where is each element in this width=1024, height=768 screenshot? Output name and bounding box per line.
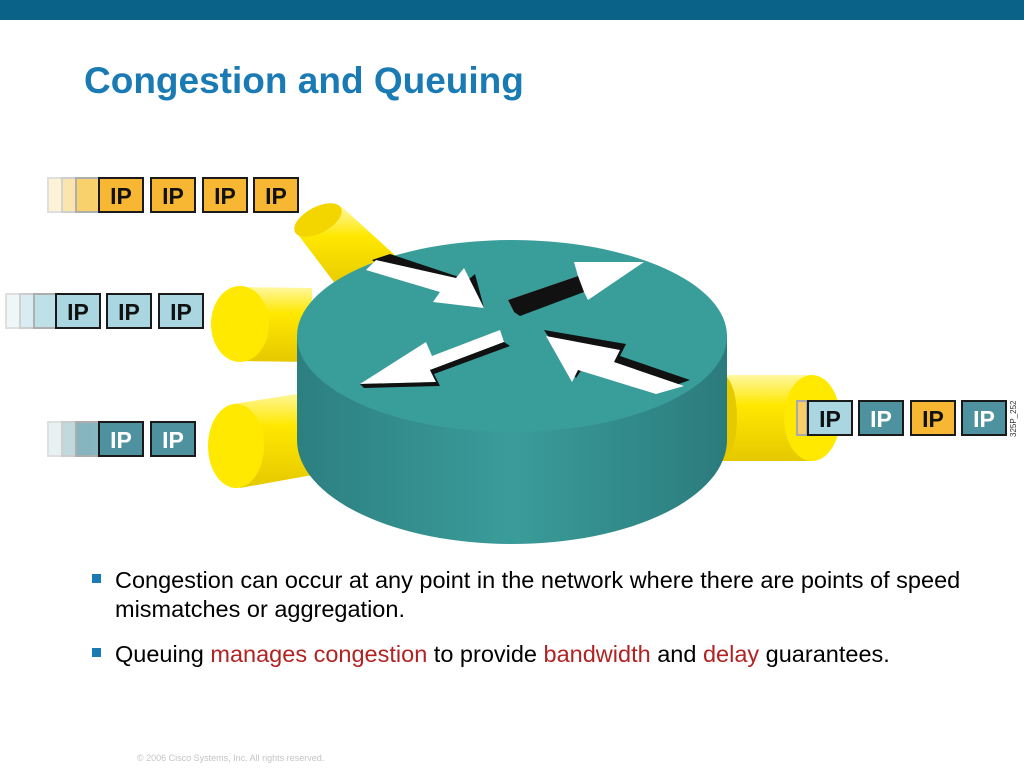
bullet-square-icon	[92, 574, 101, 583]
header-bar	[0, 0, 1024, 20]
router-arrow-out-top-right-icon	[508, 262, 644, 316]
svg-text:IP: IP	[110, 183, 132, 209]
queue-bottom: IP IP	[47, 421, 196, 457]
bullet-square-icon	[92, 648, 101, 657]
router-arrow-in-top-left-icon	[366, 254, 484, 308]
svg-text:IP: IP	[870, 406, 892, 432]
svg-text:IP: IP	[265, 183, 287, 209]
highlight-bandwidth: bandwidth	[543, 641, 651, 667]
svg-text:IP: IP	[214, 183, 236, 209]
bullet-text: and	[650, 641, 703, 667]
bullet-text: Congestion can occur at any point in the…	[115, 567, 961, 622]
input-pipe-bottom	[208, 392, 318, 488]
queue-output: IP IP IP IP	[796, 400, 1007, 436]
packet-2: IP	[858, 400, 904, 436]
svg-text:IP: IP	[110, 427, 132, 453]
svg-text:IP: IP	[819, 406, 841, 432]
packet-1: IP	[98, 421, 144, 457]
router-arrow-out-bottom-right-icon	[544, 330, 690, 394]
bullet-text: to provide	[427, 641, 544, 667]
bullet-item: Queuing manages congestion to provide ba…	[92, 640, 972, 669]
packet-3: IP	[202, 177, 248, 213]
copyright-footer: © 2006 Cisco Systems, Inc. All rights re…	[137, 753, 325, 763]
highlight-delay: delay	[702, 641, 760, 667]
queue-top: IP IP IP IP	[47, 177, 299, 213]
router-icon	[297, 240, 727, 544]
queue-middle: IP IP IP	[5, 293, 204, 329]
packet-3: IP	[158, 293, 204, 329]
packet-2: IP	[106, 293, 152, 329]
svg-text:IP: IP	[118, 299, 140, 325]
input-pipe-middle	[211, 286, 312, 362]
packet-3: IP	[910, 400, 956, 436]
svg-text:IP: IP	[162, 427, 184, 453]
router-arrow-in-bottom-left-icon	[360, 330, 510, 388]
svg-text:IP: IP	[922, 406, 944, 432]
highlight-manages-congestion: manages congestion	[210, 641, 428, 667]
packet-1: IP	[807, 400, 853, 436]
svg-text:IP: IP	[170, 299, 192, 325]
bullet-item: Congestion can occur at any point in the…	[92, 566, 972, 624]
packet-4: IP	[253, 177, 299, 213]
svg-text:IP: IP	[67, 299, 89, 325]
bullet-list: Congestion can occur at any point in the…	[92, 566, 972, 685]
congestion-diagram: IP IP IP IP IP IP IP	[5, 177, 1018, 544]
bullet-text: guarantees.	[759, 641, 890, 667]
slide-title: Congestion and Queuing	[84, 60, 524, 101]
svg-text:IP: IP	[162, 183, 184, 209]
bullet-text: Queuing	[115, 641, 211, 667]
figure-code: 325P_252	[1009, 400, 1018, 437]
packet-2: IP	[150, 177, 196, 213]
packet-1: IP	[98, 177, 144, 213]
packet-2: IP	[150, 421, 196, 457]
packet-4: IP	[961, 400, 1007, 436]
packet-1: IP	[55, 293, 101, 329]
svg-text:IP: IP	[973, 406, 995, 432]
